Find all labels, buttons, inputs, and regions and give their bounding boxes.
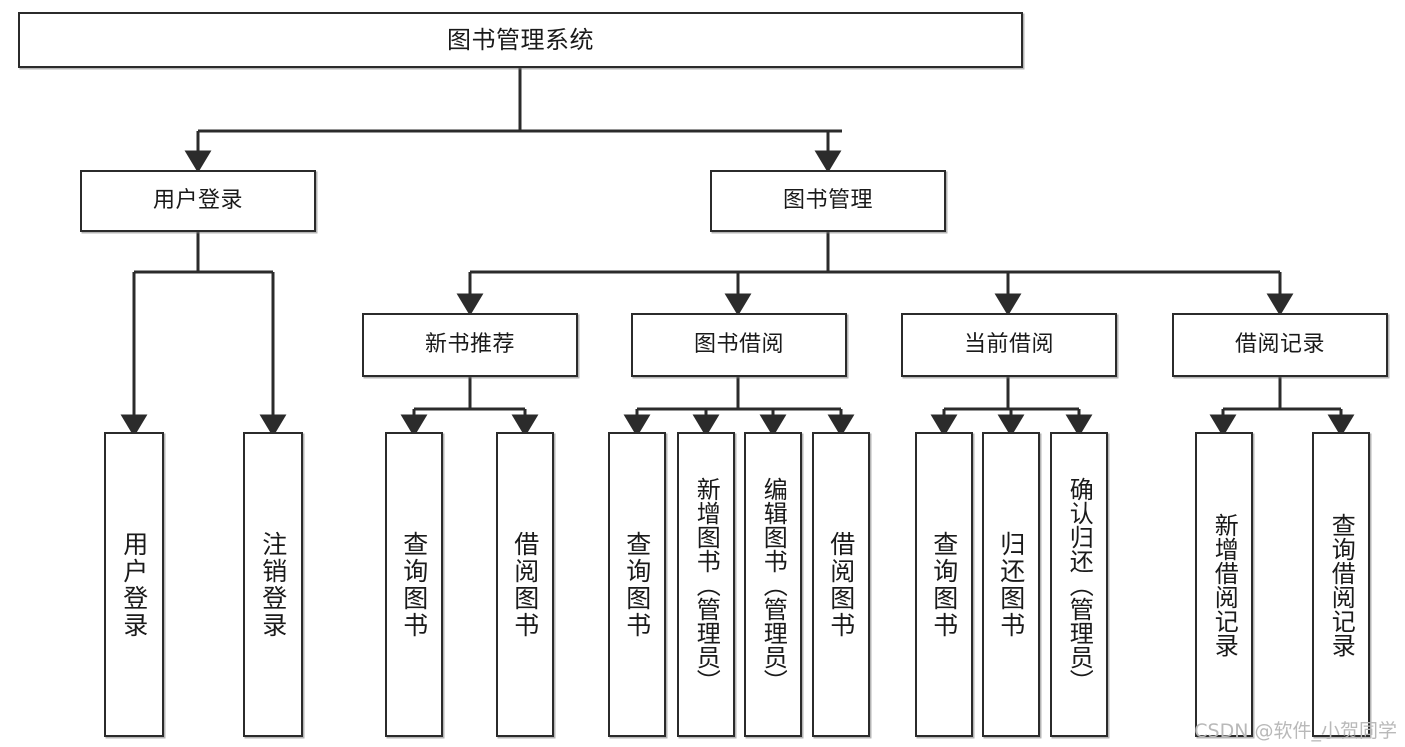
leaf-borrow-record-add[interactable]: 新增借阅记录 <box>1195 432 1253 737</box>
node-label: 图书管理 <box>782 188 873 214</box>
node-label: 查询图书 <box>929 530 959 639</box>
node-label: 查询借阅记录 <box>1327 512 1356 657</box>
node-label: 注销登录 <box>258 530 288 639</box>
leaf-book-borrow-query[interactable]: 查询图书 <box>608 432 666 737</box>
node-label: 用户登录 <box>119 530 149 639</box>
node-label: 当前借阅 <box>963 332 1054 358</box>
node-label: 编辑图书（管理员） <box>759 476 788 693</box>
leaf-new-book-query[interactable]: 查询图书 <box>385 432 443 737</box>
csdn-watermark: CSDN @软件_小贺同学 <box>1194 720 1397 742</box>
leaf-user-login-signout[interactable]: 注销登录 <box>243 432 303 737</box>
node-book-management[interactable]: 图书管理 <box>710 170 946 232</box>
node-label: 借阅图书 <box>510 530 540 639</box>
leaf-book-borrow-edit[interactable]: 编辑图书（管理员） <box>744 432 802 737</box>
node-label: 用户登录 <box>152 188 243 214</box>
leaf-current-borrow-query[interactable]: 查询图书 <box>915 432 973 737</box>
node-new-book-recommend[interactable]: 新书推荐 <box>362 313 578 377</box>
node-book-borrow[interactable]: 图书借阅 <box>631 313 847 377</box>
node-label: 借阅图书 <box>826 530 856 639</box>
node-label: 图书借阅 <box>693 332 784 358</box>
node-label: 新增借阅记录 <box>1210 512 1239 657</box>
node-label: 查询图书 <box>622 530 652 639</box>
leaf-user-login-signin[interactable]: 用户登录 <box>104 432 164 737</box>
node-current-borrow[interactable]: 当前借阅 <box>901 313 1117 377</box>
leaf-borrow-record-query[interactable]: 查询借阅记录 <box>1312 432 1370 737</box>
node-label: 新增图书（管理员） <box>692 476 721 693</box>
node-label: 查询图书 <box>399 530 429 639</box>
leaf-new-book-borrow[interactable]: 借阅图书 <box>496 432 554 737</box>
leaf-current-borrow-return[interactable]: 归还图书 <box>982 432 1040 737</box>
node-label: 确认归还（管理员） <box>1065 476 1094 693</box>
node-label: 借阅记录 <box>1234 332 1325 358</box>
leaf-current-borrow-confirm-return[interactable]: 确认归还（管理员） <box>1050 432 1108 737</box>
node-borrow-record[interactable]: 借阅记录 <box>1172 313 1388 377</box>
node-label: 新书推荐 <box>424 332 515 358</box>
node-label: 图书管理系统 <box>447 26 594 54</box>
leaf-book-borrow-add[interactable]: 新增图书（管理员） <box>677 432 735 737</box>
leaf-book-borrow-borrow[interactable]: 借阅图书 <box>812 432 870 737</box>
node-user-login[interactable]: 用户登录 <box>80 170 316 232</box>
node-label: 归还图书 <box>996 530 1026 639</box>
node-root-system[interactable]: 图书管理系统 <box>18 12 1023 68</box>
